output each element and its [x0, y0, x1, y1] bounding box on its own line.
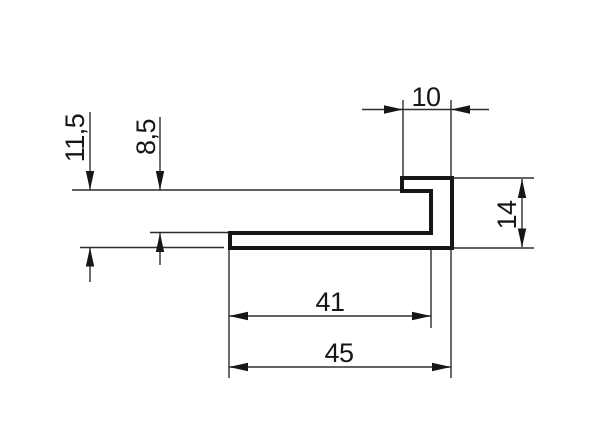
arrowhead-outer-width-left	[229, 362, 248, 372]
dim-inner-drop: 8,5	[131, 117, 165, 265]
dim-outer-width: 45	[229, 338, 451, 372]
dimension-label-top-width: 10	[411, 82, 440, 112]
arrowhead-inner-drop-top	[155, 171, 165, 190]
dimension-label-outer-drop: 11,5	[60, 114, 90, 163]
dim-top-width: 10	[362, 82, 489, 114]
arrowhead-right-height-top	[517, 179, 527, 198]
profile-cross-section	[228, 176, 454, 250]
arrowhead-outer-drop-bottom	[85, 247, 95, 267]
arrowhead-inner-drop-bottom	[155, 233, 165, 252]
dimension-label-inner-width: 41	[315, 287, 344, 317]
dimension-label-outer-width: 45	[324, 338, 353, 368]
dimension-label-inner-drop: 8,5	[131, 119, 161, 155]
dim-right-height: 14	[492, 179, 527, 248]
arrowhead-outer-drop-top	[85, 171, 95, 190]
arrowhead-right-height-bottom	[517, 228, 527, 248]
dimension-label-right-height: 14	[492, 200, 522, 230]
dim-inner-width: 41	[229, 287, 431, 321]
dim-outer-drop: 11,5	[60, 112, 95, 282]
arrowhead-top-width-right	[451, 105, 470, 114]
arrowhead-inner-width-left	[229, 311, 248, 321]
profile-outline-path	[228, 176, 454, 250]
arrowhead-inner-width-right	[412, 311, 431, 321]
arrowhead-outer-width-right	[432, 362, 451, 372]
arrowhead-top-width-left	[384, 105, 403, 114]
extension-lines	[72, 100, 534, 378]
